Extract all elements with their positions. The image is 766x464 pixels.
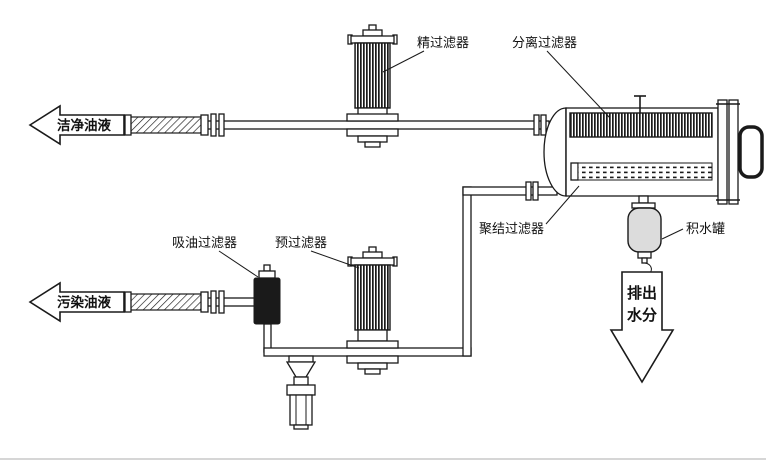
suction-filter [253,264,281,325]
filter-flange [346,355,399,364]
riser-pipe [462,181,558,357]
pump-funnel [285,361,317,378]
tank-body [627,207,662,253]
pump-base [293,424,309,430]
left-arrow-shape [28,281,125,323]
contaminated-oil-inlet-pipe [123,290,257,314]
vertical-riser [462,186,472,357]
pump [285,355,317,430]
filter-element-body [354,264,391,331]
filter-body [253,277,281,325]
pipe-union [218,290,225,314]
filter-flange [346,340,399,349]
label-fine-filter: 精过滤器 [417,36,469,51]
hose-cap [200,291,209,313]
end-handle [738,125,764,179]
contaminated-oil-arrow-label: 污染油液 [57,294,111,311]
filter-top-cap [362,29,383,37]
clean-oil-outlet-pipe [123,113,550,137]
discharge-water-arrow: 排出 水分 [609,271,675,384]
filter-top-cap [362,251,383,259]
label-coalescing-filter: 聚结过滤器 [479,222,544,237]
filter-cap-plate [350,35,395,44]
label-separation-filter: 分离过滤器 [512,35,577,51]
end-flange [717,99,728,205]
bottom-pipe-run [263,347,472,357]
hose-section [129,293,203,311]
filter-flange [346,128,399,137]
filter-top-cap [258,270,276,279]
end-flange [728,99,739,205]
coalescer-end-cap [570,162,579,181]
label-suction-filter: 吸油过滤器 [172,236,237,251]
callout-labels: 精过滤器 分离过滤器 聚结过滤器 积水罐 吸油过滤器 预过滤器 [172,35,725,278]
leader-suction-filter [218,250,259,278]
pre-filter [346,246,399,375]
tank-flange [631,202,656,209]
leader-water-tank [661,228,684,240]
vessel-inlet-run [462,186,558,196]
separator-element [569,112,713,138]
filter-base [357,135,388,143]
pipe-union [218,113,225,137]
down-arrow-shape [609,271,675,384]
discharge-water-label-line2: 水分 [627,306,657,324]
filter-top-stem [263,264,271,272]
filter-base [357,362,388,370]
label-water-tank: 积水罐 [686,222,725,237]
pipe-union [525,181,532,201]
drain-stem [641,257,648,264]
leader-separation-filter [546,50,611,119]
motor-body [289,394,313,426]
hose-cap [124,291,132,313]
pump-flange [288,355,314,363]
pump-neck [293,376,309,386]
hose-section [129,116,203,134]
pipe-union [210,113,217,137]
filter-element-body [354,42,391,109]
pipe-union [533,114,540,136]
pump-coupling [286,384,316,396]
label-pre-filter: 预过滤器 [275,236,327,251]
filter-flange [346,113,399,122]
hose-cap [124,114,132,136]
coalescing-element [577,162,713,181]
clean-oil-arrow: 洁净油液 [28,104,125,146]
hose-cap [200,114,209,136]
tank-connector [638,195,649,204]
pipe-union [532,181,539,201]
filter-base-stub [364,141,381,148]
clean-oil-arrow-label: 洁净油液 [57,117,111,134]
filter-collar [357,329,388,342]
left-arrow-shape [28,104,125,146]
filter-cap-plate [350,257,395,266]
pipe-union [540,114,547,136]
leader-coalescing-filter [545,185,580,225]
separation-vessel [543,95,764,205]
fine-filter [346,24,399,148]
leader-pre-filter [310,250,360,269]
contaminated-oil-arrow: 污染油液 [28,281,125,323]
water-collection-tank [627,195,662,276]
vessel-left-dome [543,107,567,197]
filter-base-stub [364,368,381,375]
discharge-water-label-line1: 排出 [627,284,657,302]
leader-fine-filter [382,50,425,73]
drain-nub [637,251,652,259]
pipe-union [210,290,217,314]
